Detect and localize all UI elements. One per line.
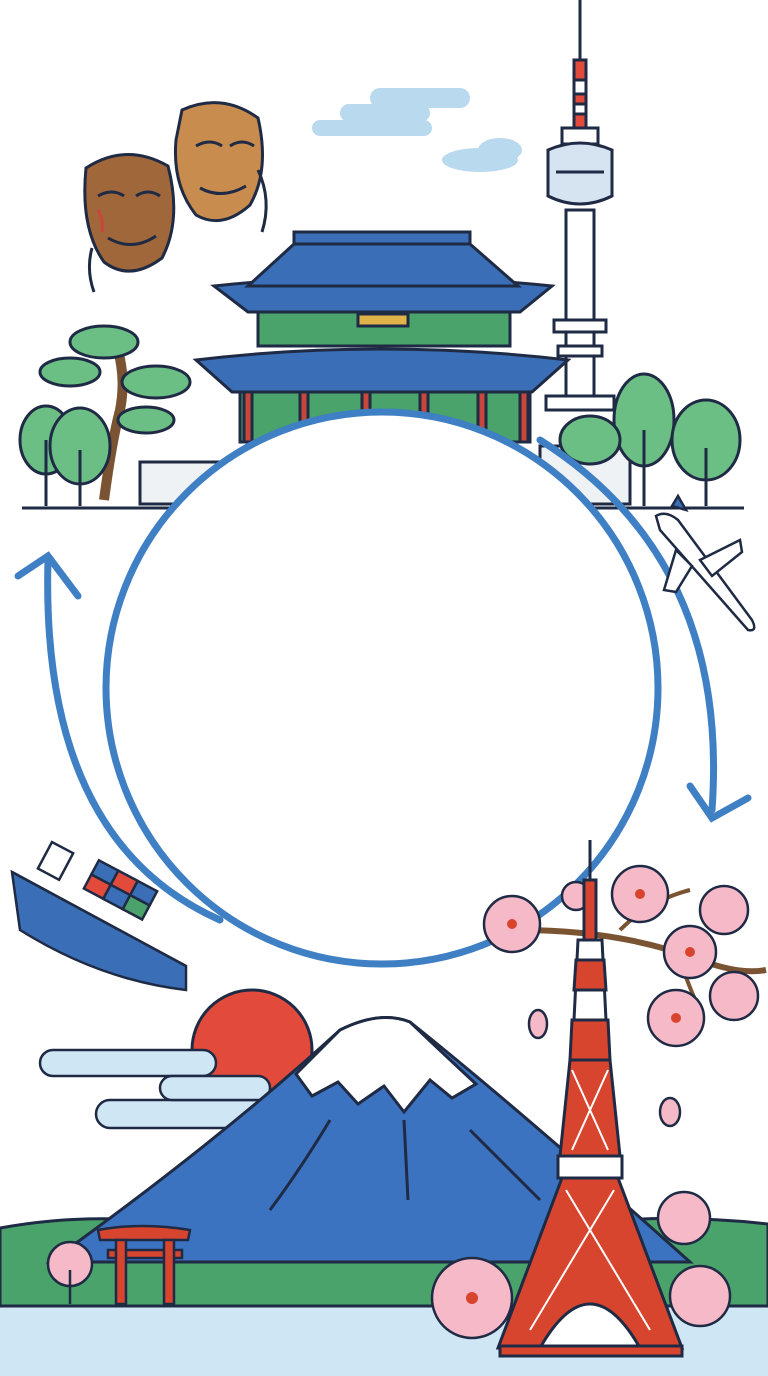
container-ship-icon [10, 840, 188, 992]
cherry-blossom-icon [430, 864, 767, 1340]
pine-tree-icon [38, 324, 192, 501]
hahoe-mask-icon [83, 101, 268, 293]
torii-gate-icon [96, 1224, 192, 1306]
n-seoul-tower-icon [544, 0, 616, 412]
mount-fuji-icon [45, 1016, 694, 1264]
tree-icon [558, 372, 742, 506]
cloud-icon [312, 88, 522, 172]
cherry-tree-icon [46, 1240, 94, 1304]
tokyo-tower-icon [495, 840, 685, 1358]
cycle-arrow-icon [14, 408, 752, 968]
airplane-icon [654, 493, 756, 632]
tree-icon [18, 404, 112, 506]
